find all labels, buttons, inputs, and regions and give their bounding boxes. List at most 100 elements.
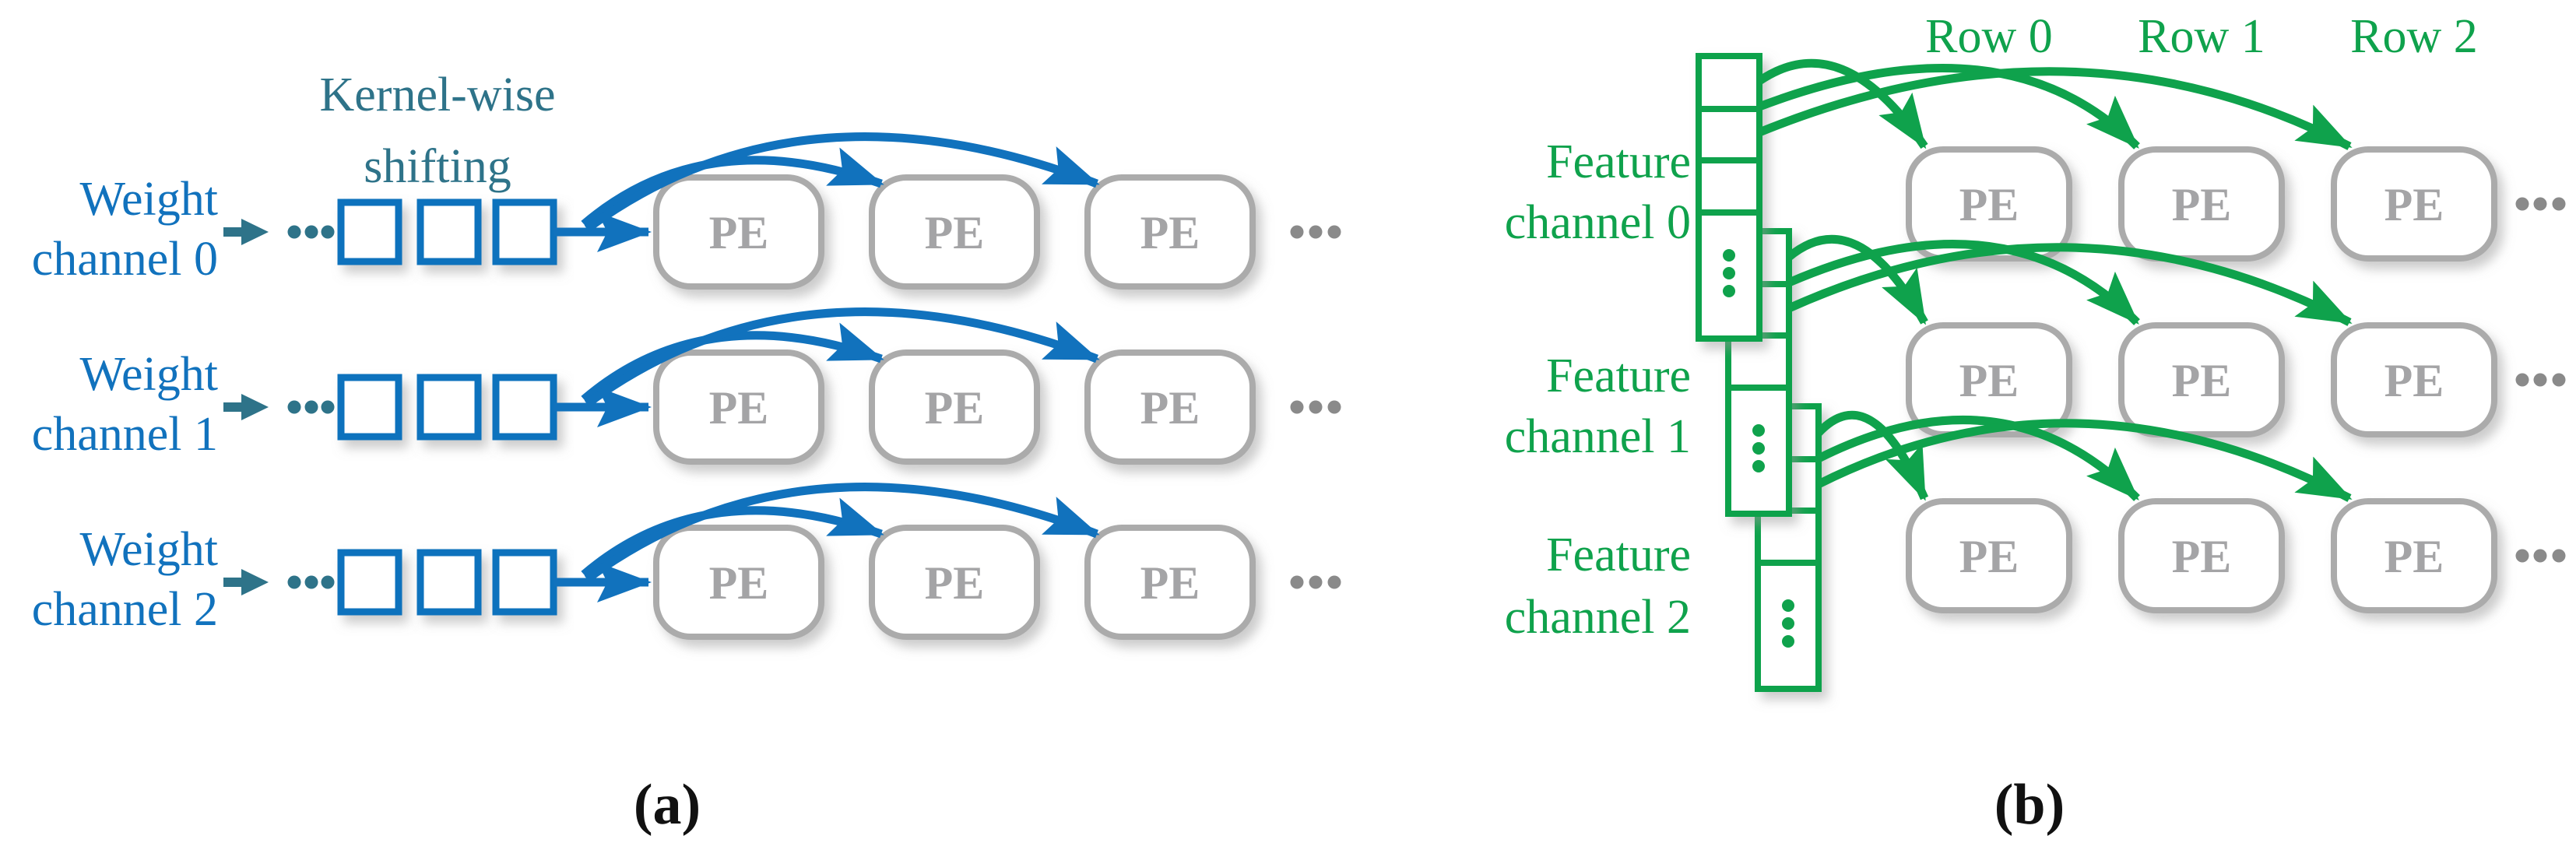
- row-2-label: Row 2: [2350, 10, 2478, 63]
- feature-channel-0-label-line1: Feature: [1546, 135, 1691, 188]
- pe-label: PE: [2172, 179, 2232, 230]
- pe-box: PE: [1084, 349, 1256, 465]
- pe-box: PE: [1084, 174, 1256, 290]
- ellipsis-dots: [2515, 197, 2566, 211]
- ellipsis-dots: [1723, 249, 1735, 297]
- weight-channel-row-0: Weight channel 0 PE PE PE: [32, 132, 1341, 290]
- pe-label: PE: [1140, 557, 1200, 609]
- weight-channel-1-label-line1: Weight: [79, 348, 218, 401]
- weight-register-cell: [492, 549, 557, 616]
- ellipsis-dots: [287, 225, 335, 239]
- row-0-label: Row 0: [1925, 10, 2053, 63]
- ellipsis-dots: [1752, 424, 1765, 472]
- feature-arc-row2-pe2: [1816, 419, 2353, 502]
- pe-box: PE: [869, 349, 1040, 465]
- pe-box: PE: [2331, 322, 2497, 437]
- input-arrow-icon: [223, 394, 269, 420]
- kernel-shift-arc-to-pe2: [584, 307, 1100, 408]
- ellipsis-dots: [287, 575, 335, 589]
- pe-label: PE: [925, 207, 985, 258]
- feature-channel-2-label-line1: Feature: [1546, 529, 1691, 581]
- pe-label: PE: [925, 557, 985, 609]
- pe-label: PE: [2384, 355, 2444, 406]
- pe-box: PE: [2118, 322, 2285, 437]
- feature-channel-0-label-line2: channel 0: [1505, 196, 1691, 249]
- weight-register-cell: [337, 198, 402, 265]
- weight-register-cell: [492, 374, 557, 441]
- pe-box: PE: [1906, 322, 2072, 437]
- ellipsis-dots: [1290, 575, 1341, 589]
- pe-label: PE: [2172, 531, 2232, 582]
- feature-arc-row1-pe0: [1786, 234, 1928, 325]
- caption-a: (a): [634, 773, 701, 837]
- feature-channel-2-label-line2: channel 2: [1505, 591, 1691, 644]
- input-arrow-icon: [223, 569, 269, 595]
- panel-b: Row 0 Row 1 Row 2 Feature channel 0 Feat…: [1505, 10, 2566, 837]
- weight-register-cell: [492, 198, 557, 265]
- weight-channel-row-2: Weight channel 2 PE PE PE: [32, 483, 1341, 640]
- weight-channel-2-label-line2: channel 2: [32, 583, 218, 636]
- pe-label: PE: [709, 207, 769, 258]
- ellipsis-dots: [287, 400, 335, 414]
- weight-register-cell: [337, 549, 402, 616]
- pe-label: PE: [709, 382, 769, 434]
- ellipsis-dots: [2515, 549, 2566, 563]
- feature-channel-1-label-line1: Feature: [1546, 349, 1691, 402]
- pe-box: PE: [2331, 498, 2497, 613]
- weight-register-cell: [416, 374, 482, 441]
- feature-broadcast-arcs: [1756, 58, 2353, 502]
- feature-arc-row2-pe1: [1816, 416, 2140, 501]
- pe-box: PE: [1906, 498, 2072, 613]
- weight-register-cell: [416, 198, 482, 265]
- feature-channel-1-label-line2: channel 1: [1505, 410, 1691, 463]
- ellipsis-dots: [1290, 400, 1341, 414]
- ellipsis-dots: [1782, 599, 1794, 648]
- feature-arc-row0-pe2: [1757, 67, 2353, 150]
- pe-box: PE: [653, 349, 824, 465]
- weight-channel-0-label-line2: channel 0: [32, 233, 218, 286]
- pe-label: PE: [1959, 531, 2019, 582]
- pe-label: PE: [1140, 207, 1200, 258]
- pe-label: PE: [1959, 179, 2019, 230]
- ellipsis-dots: [2515, 373, 2566, 387]
- panel-a: Kernel-wise shifting Weight channel 0 PE…: [32, 68, 1341, 837]
- kernel-wise-shifting-label-line2: shifting: [364, 140, 511, 193]
- pe-label: PE: [2384, 179, 2444, 230]
- weight-channel-row-1: Weight channel 1 PE PE PE: [32, 307, 1341, 465]
- pe-box: PE: [1084, 525, 1256, 640]
- pe-label: PE: [2172, 355, 2232, 406]
- pe-box: PE: [2118, 146, 2285, 262]
- kernel-shift-arc-to-pe2: [584, 483, 1100, 583]
- pe-label: PE: [1959, 355, 2019, 406]
- feature-arc-row1-pe1: [1787, 240, 2140, 325]
- feature-arc-row1-pe2: [1787, 243, 2353, 326]
- weight-channel-2-label-line1: Weight: [79, 523, 218, 576]
- feature-arc-row0-pe1: [1758, 64, 2140, 149]
- kernel-wise-shifting-label-line1: Kernel-wise: [320, 68, 556, 121]
- weight-channel-1-label-line2: channel 1: [32, 408, 218, 461]
- pe-box: PE: [653, 174, 824, 290]
- row-1-label: Row 1: [2138, 10, 2265, 63]
- caption-b: (b): [1994, 773, 2065, 837]
- feature-arc-row0-pe0: [1756, 58, 1928, 149]
- pe-box: PE: [869, 174, 1040, 290]
- pe-label: PE: [2384, 531, 2444, 582]
- weight-channel-0-label-line1: Weight: [79, 173, 218, 226]
- pe-label: PE: [925, 382, 985, 434]
- pe-label: PE: [709, 557, 769, 609]
- pe-box: PE: [653, 525, 824, 640]
- weight-register-cell: [337, 374, 402, 441]
- weight-register-cell: [416, 549, 482, 616]
- pe-label: PE: [1140, 382, 1200, 434]
- feature-arc-row2-pe0: [1815, 410, 1929, 501]
- pe-box: PE: [869, 525, 1040, 640]
- pe-box: PE: [1906, 146, 2072, 262]
- feature-buffer-stack-0: [1696, 53, 1762, 342]
- pe-box: PE: [2331, 146, 2497, 262]
- pe-box: PE: [2118, 498, 2285, 613]
- kernel-shift-arc-to-pe2: [584, 132, 1100, 233]
- input-arrow-icon: [223, 219, 269, 245]
- ellipsis-dots: [1290, 225, 1341, 239]
- pe-grid: PE PE PE PE PE: [1906, 146, 2566, 613]
